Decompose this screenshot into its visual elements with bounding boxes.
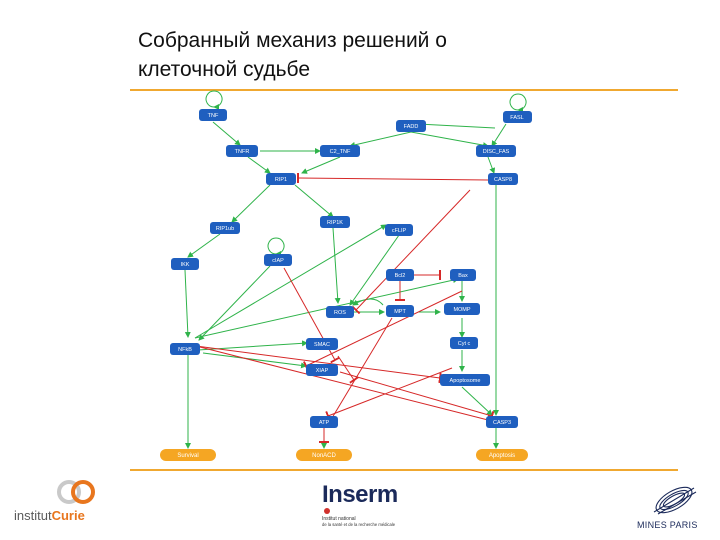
node-tnf: TNF	[199, 109, 227, 121]
node-bcl2: Bcl2	[386, 269, 414, 281]
node-fadd: FADD	[396, 120, 426, 132]
node-xiap: XIAP	[306, 364, 338, 376]
svg-text:Apoptosis: Apoptosis	[489, 453, 515, 459]
svg-text:RIP1ub: RIP1ub	[216, 226, 234, 232]
slide-title: Собранный механиз решений о клеточной су…	[138, 29, 447, 81]
svg-text:MOMP: MOMP	[453, 307, 470, 313]
svg-text:FADD: FADD	[404, 124, 419, 130]
institut-curie-wordmark: institutCurie	[14, 508, 85, 523]
output-apoptosis: Apoptosis	[476, 449, 528, 461]
output-survival: Survival	[160, 449, 216, 461]
svg-text:TNF: TNF	[208, 113, 219, 119]
svg-text:C2_TNF: C2_TNF	[330, 149, 351, 155]
node-momp: MOMP	[444, 303, 480, 315]
svg-text:CASP8: CASP8	[494, 177, 512, 183]
node-casp3: CASP3	[486, 416, 518, 428]
svg-text:Bax: Bax	[458, 273, 468, 279]
node-tnfr: TNFR	[226, 145, 258, 157]
inserm-subtitle-2: de la santé et de la recherche médicale	[322, 522, 396, 527]
top-divider	[130, 89, 678, 91]
svg-text:Survival: Survival	[177, 453, 198, 459]
node-apoptosome: Apoptosome	[440, 374, 490, 386]
inserm-subtitle-1: Institut national	[322, 516, 356, 522]
svg-text:TNFR: TNFR	[235, 149, 250, 155]
svg-text:Apoptosome: Apoptosome	[450, 378, 481, 384]
node-rip1ub: RIP1ub	[210, 222, 240, 234]
inserm-logo: Inserm Institut national de la santé et …	[322, 483, 398, 528]
node-smac: SMAC	[306, 338, 338, 350]
node-casp8: CASP8	[488, 173, 518, 185]
node-ros: ROS	[326, 306, 354, 318]
svg-text:ROS: ROS	[334, 310, 346, 316]
node-ciap: cIAP	[264, 254, 292, 266]
output-nonacd: NonACD	[296, 449, 352, 461]
svg-text:NFkB: NFkB	[178, 347, 192, 353]
node-bax: Bax	[450, 269, 476, 281]
svg-text:NonACD: NonACD	[312, 453, 336, 459]
node-rip1: RIP1	[266, 173, 296, 185]
node-nfkb: NFkB	[170, 343, 200, 355]
node-ikk: IKK	[171, 258, 199, 270]
svg-text:cIAP: cIAP	[272, 258, 284, 264]
svg-text:DISC_FAS: DISC_FAS	[483, 149, 510, 155]
svg-text:XIAP: XIAP	[316, 368, 329, 374]
svg-text:RIP1: RIP1	[275, 177, 287, 183]
svg-text:FASL: FASL	[510, 115, 523, 121]
svg-text:RIP1K: RIP1K	[327, 220, 343, 226]
svg-text:Cyt c: Cyt c	[458, 341, 471, 347]
svg-text:MPT: MPT	[394, 309, 406, 315]
mines-paris-wordmark: MINES PARIS	[637, 520, 698, 530]
svg-text:cFLIP: cFLIP	[392, 228, 407, 234]
svg-text:IKK: IKK	[181, 262, 190, 268]
node-c2-tnf: C2_TNF	[320, 145, 360, 157]
node-cflip: cFLIP	[385, 224, 413, 236]
node-disc-fas: DISC_FAS	[476, 145, 516, 157]
node-cytc: Cyt c	[450, 337, 478, 349]
inserm-dot-icon	[324, 508, 330, 514]
bottom-divider	[130, 469, 678, 471]
mines-paris-logo-icon	[653, 486, 697, 515]
node-mpt: MPT	[386, 305, 414, 317]
svg-text:ATP: ATP	[319, 420, 330, 426]
svg-text:Bcl2: Bcl2	[395, 273, 406, 279]
node-rip1k: RIP1K	[320, 216, 350, 228]
inserm-wordmark: Inserm	[322, 481, 398, 508]
node-atp: ATP	[310, 416, 338, 428]
node-fasl: FASL	[503, 111, 532, 123]
institut-curie-logo-icon	[57, 480, 95, 504]
activation-edges	[184, 90, 527, 449]
svg-text:CASP3: CASP3	[493, 420, 511, 426]
svg-text:SMAC: SMAC	[314, 342, 330, 348]
